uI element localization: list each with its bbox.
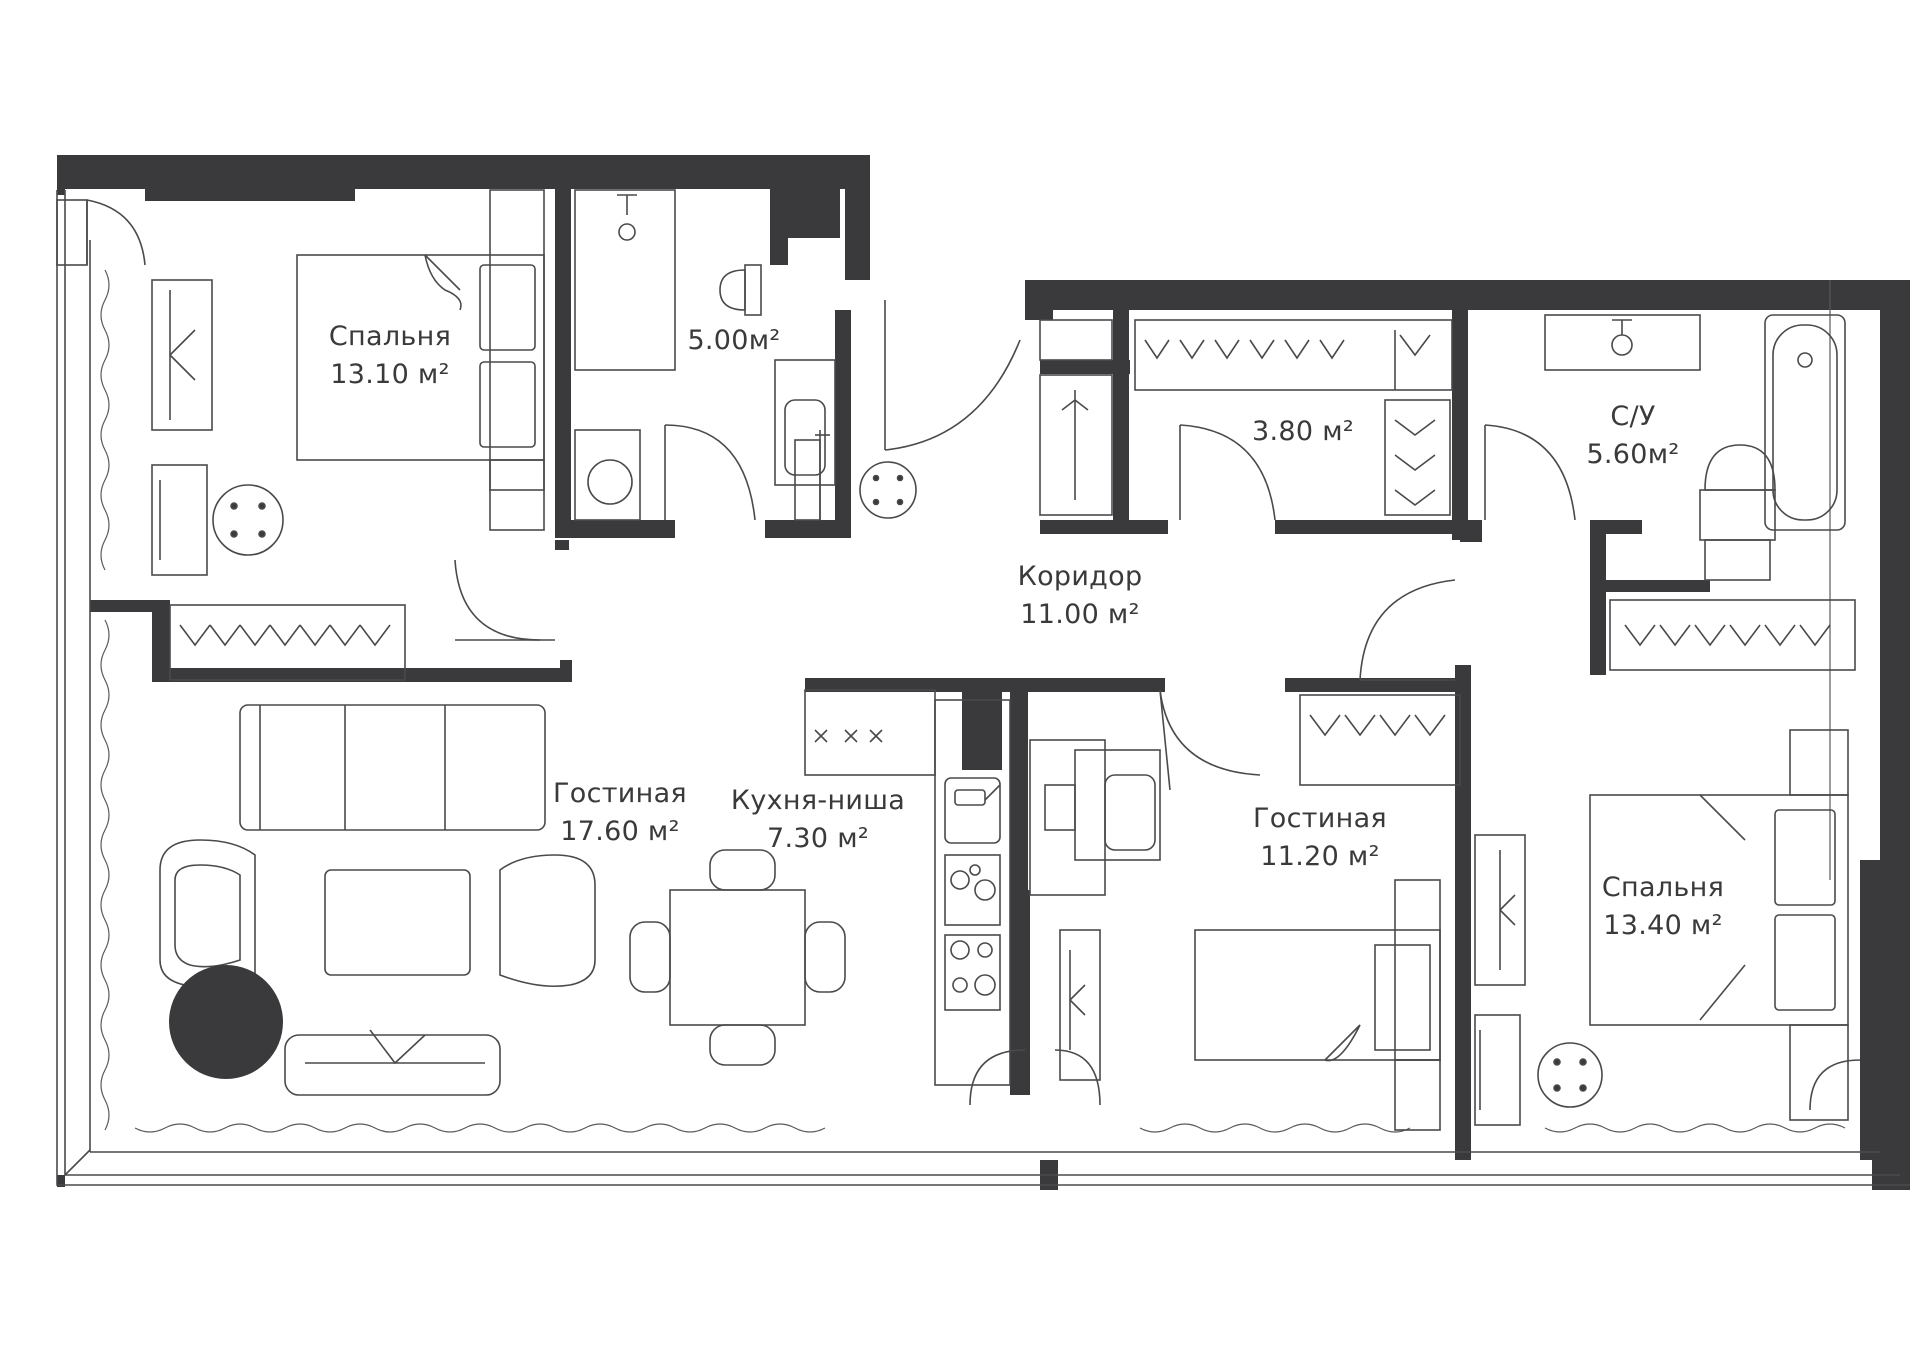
bedroom1-furniture — [56, 189, 545, 576]
room-area: 11.00 м² — [1020, 599, 1140, 630]
rug-circle — [169, 965, 283, 1079]
outline — [56, 190, 1910, 1186]
room-label-closet: 3.80 м² — [1252, 413, 1354, 451]
closet-furniture — [1039, 314, 1856, 671]
room-area: 3.80 м² — [1252, 416, 1354, 447]
room-name: Гостиная — [553, 778, 687, 809]
room-area: 13.40 м² — [1603, 910, 1723, 941]
room-label-bedroom1: Спальня 13.10 м² — [329, 318, 451, 394]
living2-furniture — [1159, 689, 1526, 1131]
corridor-doors — [1359, 579, 1456, 681]
room-label-kitchen: Кухня-ниша 7.30 м² — [731, 782, 905, 858]
kitchen-furniture — [804, 689, 1161, 1106]
room-label-living2: Гостиная 11.20 м² — [1253, 800, 1387, 876]
walls — [57, 155, 1910, 1190]
bedroom2-furniture — [1537, 729, 1861, 1121]
room-label-bedroom2: Спальня 13.40 м² — [1602, 869, 1724, 945]
bath1-furniture — [574, 189, 1021, 521]
room-area: 17.60 м² — [560, 816, 680, 847]
room-name: Гостиная — [1253, 803, 1387, 834]
room-label-bath1: 5.00м² — [687, 322, 780, 360]
room-area: 5.60м² — [1586, 439, 1680, 470]
room-area: 11.20 м² — [1260, 841, 1380, 872]
curtains — [100, 269, 1846, 1133]
room-area: 5.00м² — [687, 325, 781, 356]
room-name: Спальня — [328, 321, 452, 352]
room-name: С/У — [1610, 401, 1656, 432]
room-area: 13.10 м² — [330, 359, 450, 390]
room-label-bath2: С/У 5.60м² — [1586, 398, 1679, 474]
room-label-corridor: Коридор 11.00 м² — [1018, 558, 1143, 634]
room-area: 7.30 м² — [767, 823, 869, 854]
room-label-living1: Гостиная 17.60 м² — [553, 775, 687, 851]
room-name: Коридор — [1017, 561, 1143, 592]
room-name: Кухня-ниша — [730, 785, 906, 816]
room-name: Спальня — [1601, 872, 1725, 903]
living1-furniture — [159, 559, 846, 1096]
